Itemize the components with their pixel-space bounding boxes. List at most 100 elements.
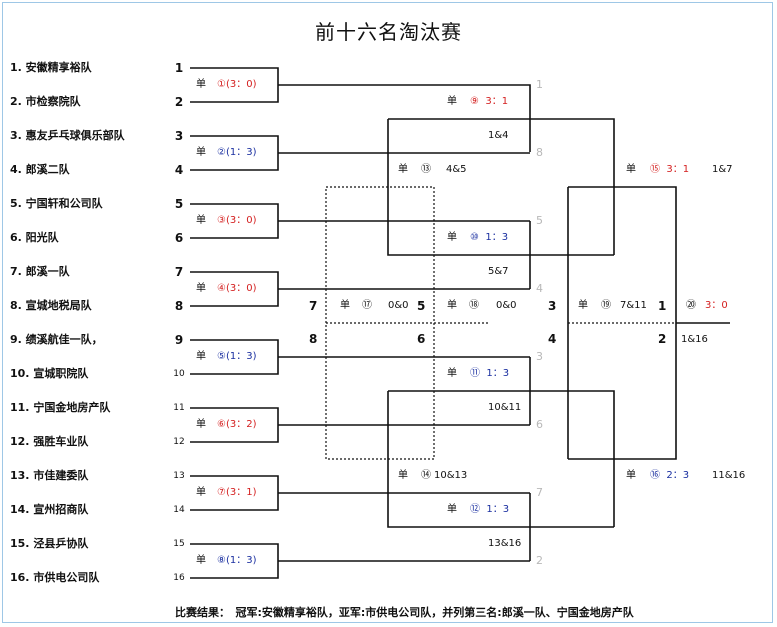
- match-type: 单: [196, 419, 206, 430]
- match-pair: 4&5: [446, 164, 467, 175]
- match-type: 单: [626, 164, 636, 175]
- match-result: ④(3：0): [217, 283, 257, 294]
- match-number: ⑲: [601, 300, 611, 311]
- seed-number: 1: [174, 61, 184, 75]
- seed-number: 4: [174, 163, 184, 177]
- team-name: 13. 市佳建委队: [10, 469, 89, 482]
- match-pair: 13&16: [488, 538, 522, 549]
- match-type: 单: [398, 470, 408, 481]
- team-name: 5. 宁国轩和公司队: [10, 197, 103, 210]
- match-pair: 7&11: [620, 300, 647, 311]
- team-name: 4. 郎溪二队: [10, 163, 70, 176]
- seed-number: 12: [173, 437, 185, 447]
- match-result: ⑯ 2：3: [650, 470, 690, 481]
- placement-seed: 8: [309, 332, 318, 346]
- seed-number: 14: [173, 505, 185, 515]
- seed-number: 8: [174, 299, 184, 313]
- match-result: ③(3：0): [217, 215, 257, 226]
- seed-number: 6: [174, 231, 184, 245]
- placement-seed: 2: [658, 332, 667, 346]
- final-score: 3：0: [705, 300, 728, 311]
- match-pair: 10&11: [488, 402, 522, 413]
- page-title: 前十六名淘汰赛: [315, 20, 462, 44]
- advance-seed: 8: [536, 146, 543, 159]
- team-name: 6. 阳光队: [10, 231, 59, 244]
- match-type: 单: [196, 147, 206, 158]
- match-type: 单: [447, 300, 457, 311]
- placement-seed: 3: [548, 299, 557, 313]
- match-type: 单: [196, 555, 206, 566]
- match-number: ⑳: [686, 300, 696, 311]
- seed-number: 2: [174, 95, 184, 109]
- match-result: ⑤(1：3): [217, 351, 257, 362]
- result-summary: 比赛结果： 冠军:安徽精享裕队，亚军:市供电公司队，并列第三名:郎溪一队、宁国金…: [175, 606, 634, 619]
- match-type: 单: [196, 215, 206, 226]
- team-name: 12. 强胜车业队: [10, 435, 89, 448]
- team-name: 9. 绩溪航佳一队，: [10, 333, 103, 346]
- team-name: 10. 宣城职院队: [10, 367, 89, 380]
- advance-seed: 7: [536, 486, 543, 499]
- match-result: ⑥(3：2): [217, 419, 257, 430]
- match-number: ⑱: [469, 300, 479, 311]
- match-score: 0&0: [496, 300, 517, 311]
- team-name: 8. 宣城地税局队: [10, 299, 92, 312]
- match-pair: 1&4: [488, 130, 509, 141]
- advance-seed: 1: [536, 78, 543, 91]
- match-type: 单: [447, 504, 457, 515]
- seed-number: 3: [174, 129, 184, 143]
- team-name: 15. 泾县乒协队: [10, 537, 89, 550]
- match-result: ⑦(3：1): [217, 487, 257, 498]
- advance-seed: 2: [536, 554, 543, 567]
- seed-number: 5: [174, 197, 184, 211]
- placement-seed: 4: [548, 332, 557, 346]
- match-result: ⑨ 3：1: [470, 96, 509, 107]
- match-type: 单: [196, 487, 206, 498]
- placement-seed: 6: [417, 332, 426, 346]
- advance-seed: 3: [536, 350, 543, 363]
- advance-seed: 5: [536, 214, 543, 227]
- match-type: 单: [578, 300, 588, 311]
- team-name: 2. 市检察院队: [10, 95, 81, 108]
- team-name: 11. 宁国金地房产队: [10, 401, 111, 414]
- match-score: 0&0: [388, 300, 409, 311]
- match-result: ②(1：3): [217, 147, 257, 158]
- match-number: ⑭: [421, 470, 431, 481]
- match-type: 单: [340, 300, 350, 311]
- match-type: 单: [196, 351, 206, 362]
- seed-number: 10: [173, 369, 185, 379]
- team-name: 16. 市供电公司队: [10, 571, 100, 584]
- match-type: 单: [196, 283, 206, 294]
- seed-number: 9: [174, 333, 184, 347]
- match-result: ⑮ 3：1: [650, 164, 690, 175]
- team-name: 1. 安徽精享裕队: [10, 61, 92, 74]
- match-pair: 5&7: [488, 266, 509, 277]
- match-number: ⑰: [362, 300, 372, 311]
- seed-number: 13: [173, 471, 185, 481]
- placement-seed: 5: [417, 299, 426, 313]
- match-type: 单: [398, 164, 408, 175]
- match-type: 单: [626, 470, 636, 481]
- match-type: 单: [196, 79, 206, 90]
- team-name: 3. 惠友乒乓球俱乐部队: [10, 129, 125, 142]
- match-type: 单: [447, 368, 457, 379]
- match-result: ⑪ 1：3: [470, 368, 510, 379]
- advance-seed: 6: [536, 418, 543, 431]
- seed-number: 15: [173, 539, 185, 549]
- team-name: 14. 宣州招商队: [10, 503, 89, 516]
- match-pair: 10&13: [434, 470, 468, 481]
- match-number: ⑬: [421, 164, 431, 175]
- advance-seed: 4: [536, 282, 543, 295]
- seed-number: 16: [173, 573, 185, 583]
- match-result: ⑧(1：3): [217, 555, 257, 566]
- match-result: ⑫ 1：3: [470, 504, 510, 515]
- seed-number: 11: [173, 403, 185, 413]
- match-result: ⑩ 1：3: [470, 232, 509, 243]
- placement-seed: 7: [309, 299, 318, 313]
- final-pair: 1&16: [681, 334, 708, 345]
- team-name: 7. 郎溪一队: [10, 265, 70, 278]
- placement-seed: 1: [658, 299, 667, 313]
- match-pair: 11&16: [712, 470, 746, 481]
- seed-number: 7: [174, 265, 184, 279]
- match-result: ①(3：0): [217, 79, 257, 90]
